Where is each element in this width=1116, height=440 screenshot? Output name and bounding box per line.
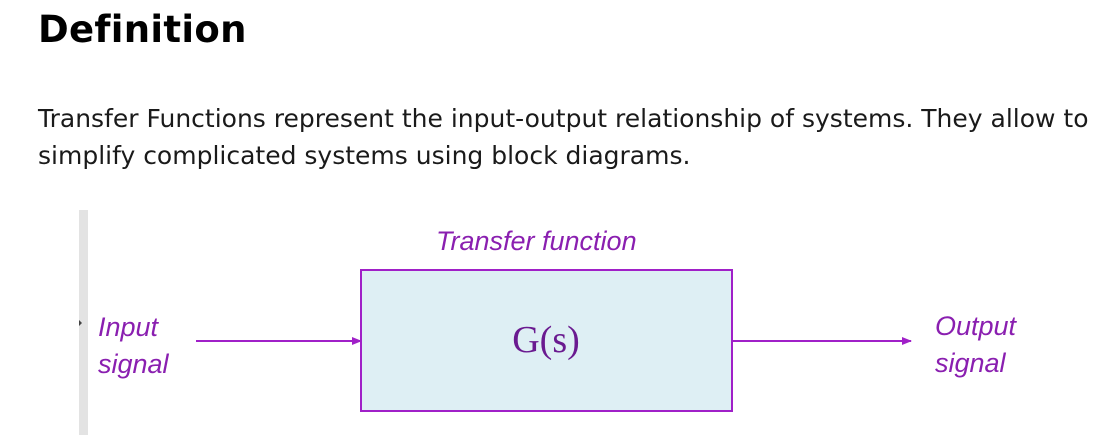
block-diagram: Transfer function G(s) Input signal Outp… xyxy=(76,208,1076,435)
block-diagram-svg: Transfer function G(s) Input signal Outp… xyxy=(79,226,1018,412)
input-label-line2: signal xyxy=(98,349,170,379)
definition-paragraph: Transfer Functions represent the input-o… xyxy=(38,104,1089,170)
input-label-line1: Input xyxy=(98,312,160,342)
output-label-line1: Output xyxy=(935,311,1018,341)
bullet-marker xyxy=(79,320,82,326)
transfer-function-expression: G(s) xyxy=(512,319,580,361)
transfer-function-block xyxy=(360,269,733,412)
transfer-function-caption: Transfer function xyxy=(436,226,637,256)
left-rule xyxy=(79,210,88,435)
page-title: Definition xyxy=(38,8,247,51)
output-label-line2: signal xyxy=(935,348,1007,378)
